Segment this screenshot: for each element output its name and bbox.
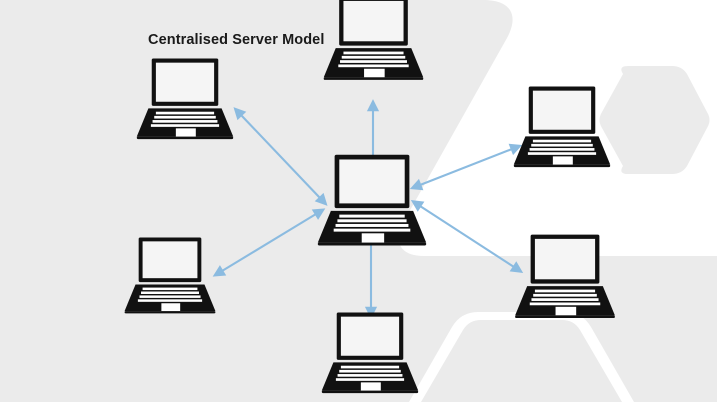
link-upper-right — [409, 143, 523, 191]
node-client-lower-left[interactable] — [123, 235, 217, 319]
laptop-icon — [321, 312, 419, 394]
node-client-lower-right[interactable] — [513, 232, 617, 324]
hexagon-filled — [599, 66, 710, 174]
link-lower-right — [410, 200, 524, 273]
page-title: Centralised Server Model — [148, 32, 325, 48]
laptop-icon — [317, 154, 427, 246]
laptop-icon — [515, 234, 615, 318]
laptop-icon — [124, 237, 216, 314]
link-upper-left — [233, 107, 328, 206]
laptop-icon — [136, 58, 234, 140]
link-lower-left — [212, 208, 326, 277]
node-central-server[interactable] — [314, 152, 430, 252]
laptop-icon — [513, 86, 611, 168]
node-client-top[interactable] — [322, 0, 425, 86]
node-client-upper-right[interactable] — [512, 84, 612, 173]
node-client-bottom[interactable] — [320, 310, 420, 399]
laptop-icon — [323, 0, 424, 80]
node-client-upper-left[interactable] — [135, 56, 235, 145]
